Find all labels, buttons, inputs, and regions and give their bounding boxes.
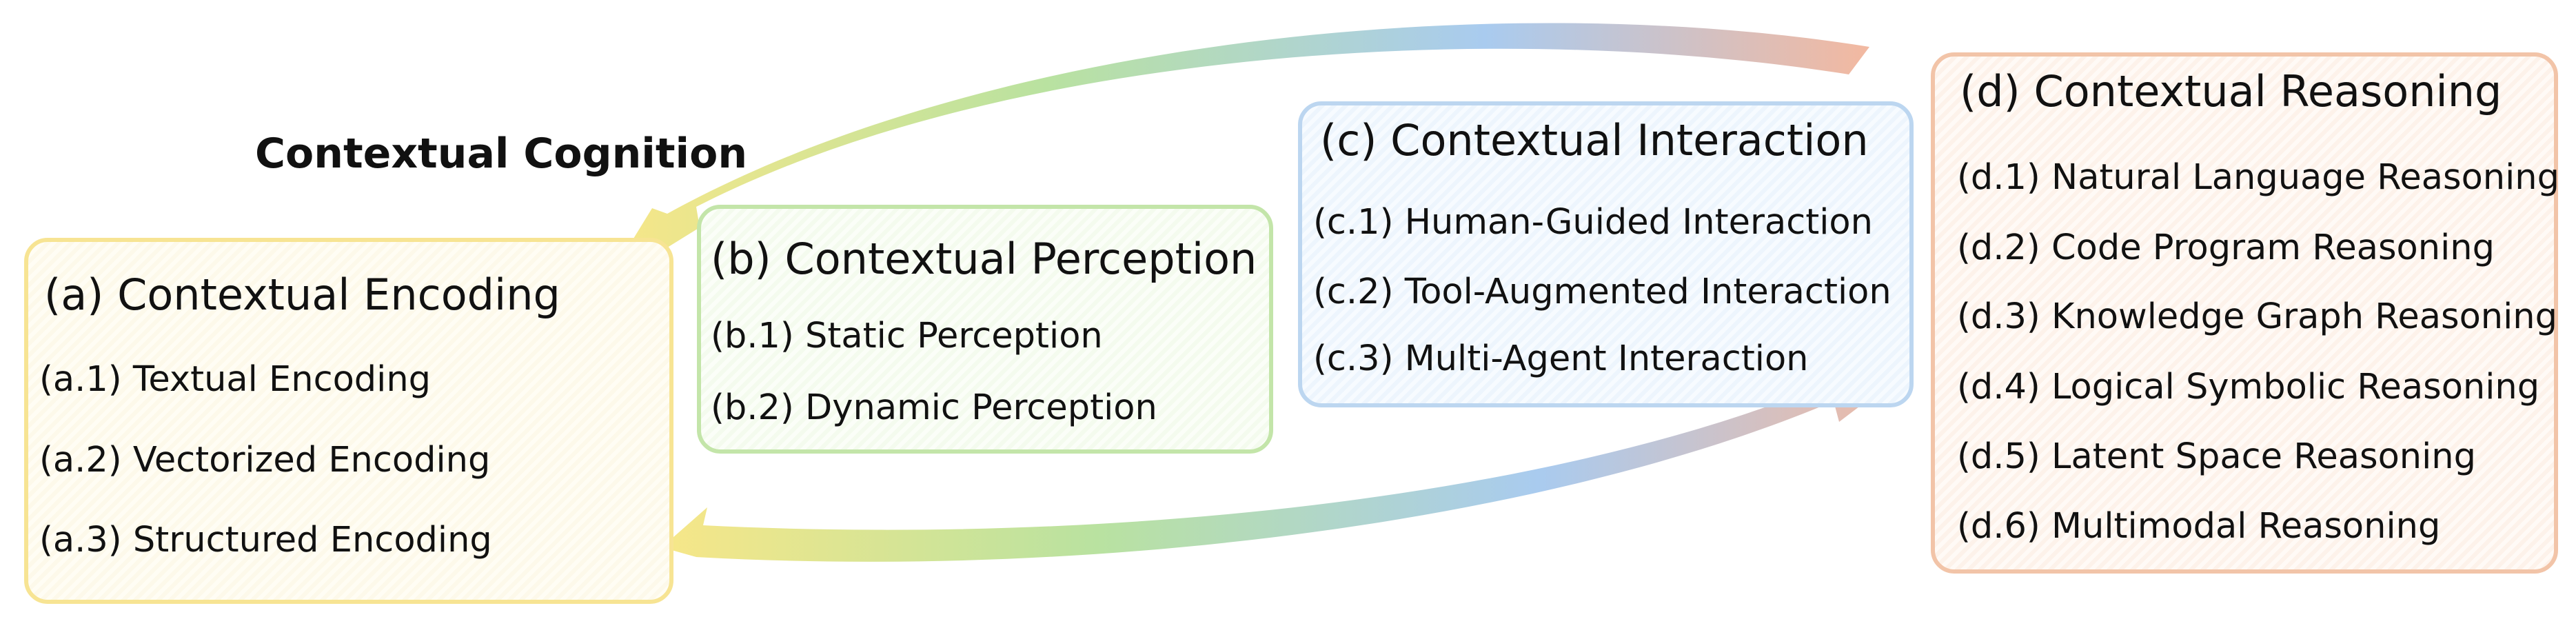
encoding-item-structured: (a.3) Structured Encoding: [39, 520, 492, 560]
perception-item-dynamic: (b.2) Dynamic Perception: [711, 387, 1157, 428]
encoding-item-textual: (a.1) Textual Encoding: [39, 359, 432, 400]
reasoning-item-code-program: (d.2) Code Program Reasoning: [1957, 227, 2495, 268]
interaction-heading: (c) Contextual Interaction: [1320, 115, 1869, 165]
perception-item-static: (b.1) Static Perception: [711, 316, 1103, 356]
contextual-encoding-box: (a) Contextual Encoding (a.1) Textual En…: [24, 238, 673, 604]
reasoning-item-multimodal: (d.6) Multimodal Reasoning: [1957, 506, 2441, 547]
reasoning-item-logical-symbolic: (d.4) Logical Symbolic Reasoning: [1957, 367, 2540, 407]
encoding-item-vectorized: (a.2) Vectorized Encoding: [39, 440, 491, 480]
interaction-item-multi-agent: (c.3) Multi-Agent Interaction: [1313, 338, 1809, 379]
diagram-title: Contextual Cognition: [255, 130, 748, 178]
perception-heading: (b) Contextual Perception: [711, 234, 1257, 284]
contextual-perception-box: (b) Contextual Perception (b.1) Static P…: [697, 205, 1273, 454]
interaction-item-human-guided: (c.1) Human-Guided Interaction: [1313, 202, 1873, 243]
reasoning-item-natural-language: (d.1) Natural Language Reasoning: [1957, 157, 2559, 198]
forward-arrow: [662, 367, 1911, 562]
feedback-arrow: [604, 23, 1869, 287]
contextual-reasoning-box: (d) Contextual Reasoning (d.1) Natural L…: [1931, 52, 2559, 574]
reasoning-heading: (d) Contextual Reasoning: [1960, 66, 2502, 117]
interaction-item-tool-augmented: (c.2) Tool-Augmented Interaction: [1313, 272, 1892, 312]
reasoning-item-latent-space: (d.5) Latent Space Reasoning: [1957, 436, 2476, 477]
encoding-heading: (a) Contextual Encoding: [44, 270, 560, 320]
contextual-interaction-box: (c) Contextual Interaction (c.1) Human-G…: [1298, 101, 1914, 407]
reasoning-item-knowledge-graph: (d.3) Knowledge Graph Reasoning: [1957, 296, 2557, 337]
